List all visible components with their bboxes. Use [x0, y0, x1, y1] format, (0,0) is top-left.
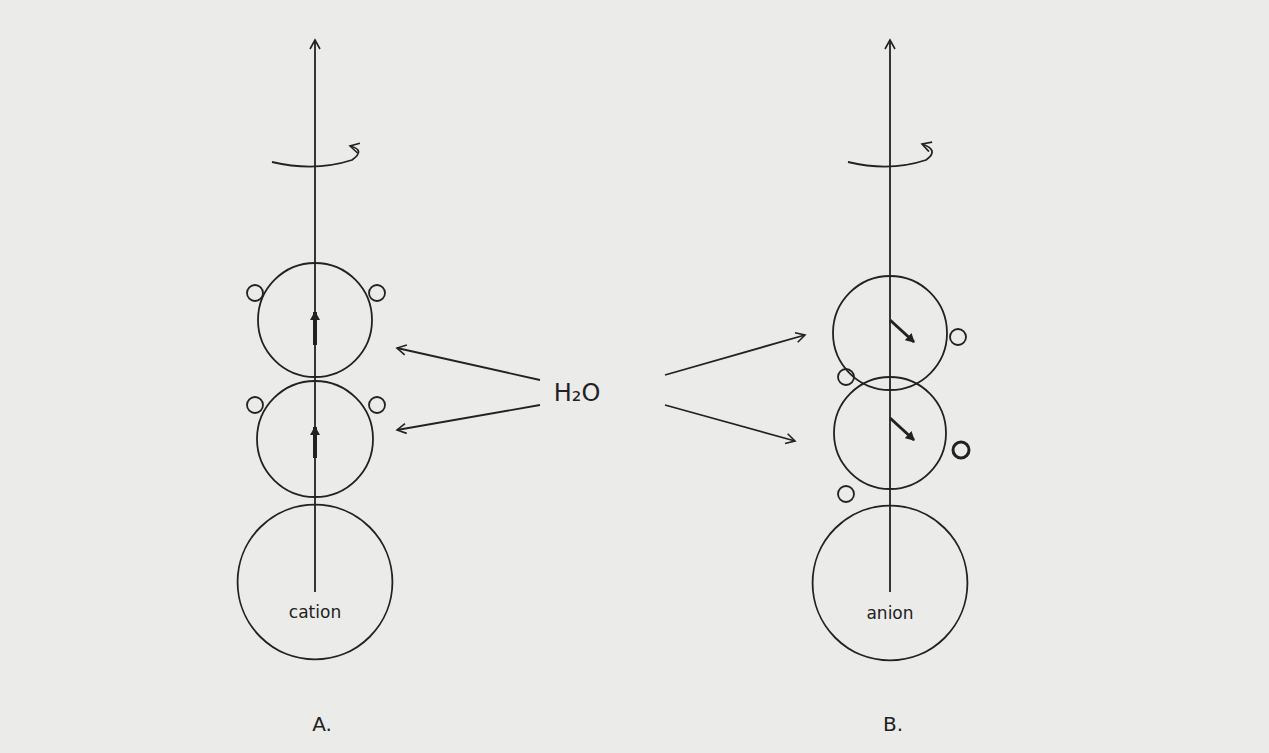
panel-label: A. [312, 712, 332, 736]
leader-arrow [397, 405, 540, 430]
dipole-arrow [313, 312, 317, 345]
hydrogen-atom [369, 397, 385, 413]
ion-label: anion [811, 603, 969, 623]
hydrogen-atom [953, 442, 969, 458]
hydrogen-atom [838, 486, 854, 502]
water-molecule [258, 263, 372, 377]
hydrogen-atom [247, 397, 263, 413]
rotation-arrow [272, 146, 359, 167]
hydrogen-atom [247, 285, 263, 301]
leader-arrow [397, 348, 540, 380]
dipole-arrow [890, 418, 914, 440]
dipole-arrow [313, 427, 317, 458]
anion-circle: anion [811, 504, 969, 662]
hydrogen-atom [369, 285, 385, 301]
water-molecule [833, 276, 947, 390]
dipole-arrow [890, 320, 914, 342]
molecule-label: H₂O [554, 379, 601, 407]
hydrogen-atom [950, 329, 966, 345]
circle-outline [236, 503, 394, 661]
hydrogen-atom [838, 369, 854, 385]
water-molecule [834, 377, 946, 489]
axis [889, 40, 891, 592]
ion-label: cation [236, 602, 394, 622]
panel-label: B. [883, 712, 903, 736]
water-molecule [257, 381, 373, 497]
axis [314, 40, 316, 592]
leader-arrow [665, 335, 805, 375]
leader-arrow [665, 405, 795, 441]
cation-circle: cation [236, 503, 394, 661]
circle-outline [811, 504, 969, 662]
rotation-arrow [848, 144, 932, 167]
